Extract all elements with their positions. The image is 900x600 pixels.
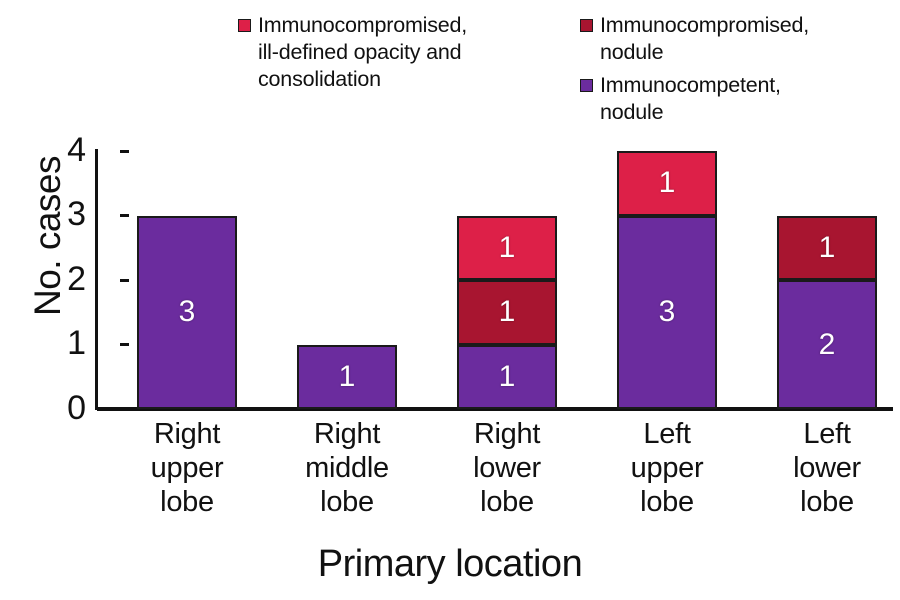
bar-segment-value: 1 xyxy=(498,359,516,393)
legend-item-immunocompromised-nodule[interactable]: Immunocompromised, nodule xyxy=(580,12,900,66)
y-tick-label-3: 3 xyxy=(67,195,86,233)
bar-group-right-upper-lobe[interactable]: 3 xyxy=(137,151,237,409)
bar-group-right-lower-lobe[interactable]: 1 1 1 xyxy=(457,151,557,409)
legend-label-immunocompetent-nodule: Immunocompetent, nodule xyxy=(600,73,781,124)
bar-group-left-lower-lobe[interactable]: 1 2 xyxy=(777,151,877,409)
bar-segment-immunocompromised-opacity[interactable]: 1 xyxy=(457,215,557,280)
bar-segment-value: 3 xyxy=(658,295,676,329)
x-tick-label-right-lower-lobe: Right lower lobe xyxy=(473,418,541,518)
bar-segment-immunocompetent-nodule[interactable]: 1 xyxy=(297,344,397,409)
y-tick-label-0: 0 xyxy=(67,389,86,427)
x-axis-title: Primary location xyxy=(317,543,583,585)
x-tick-label-right-middle-lobe: Right middle lobe xyxy=(305,418,389,518)
legend-item-immunocompetent-nodule[interactable]: Immunocompetent, nodule xyxy=(580,72,900,126)
y-axis-line xyxy=(95,149,98,410)
bar-segment-value: 1 xyxy=(498,230,516,264)
chart-legend: Immunocompromised, ill-defined opacity a… xyxy=(238,8,898,128)
bar-segment-immunocompromised-nodule[interactable]: 1 xyxy=(457,280,557,345)
y-tick-label-4: 4 xyxy=(67,131,86,169)
legend-swatch-dark-crimson-icon xyxy=(580,19,593,32)
y-tick-label-1: 1 xyxy=(67,324,86,362)
x-tick-label-left-upper-lobe: Left upper lobe xyxy=(630,418,704,518)
x-axis-line xyxy=(97,407,893,411)
y-tick-label-2: 2 xyxy=(67,260,86,298)
bar-segment-immunocompetent-nodule[interactable]: 1 xyxy=(457,344,557,409)
bar-segment-immunocompromised-nodule[interactable]: 1 xyxy=(777,215,877,280)
x-tick-label-left-lower-lobe: Left lower lobe xyxy=(793,418,861,518)
bar-segment-immunocompromised-opacity[interactable]: 1 xyxy=(617,151,717,216)
bar-segment-value: 1 xyxy=(658,166,676,200)
legend-label-immunocompromised-nodule: Immunocompromised, nodule xyxy=(600,13,810,64)
bar-group-left-upper-lobe[interactable]: 1 3 xyxy=(617,151,717,409)
bar-segment-value: 1 xyxy=(338,359,356,393)
bar-group-right-middle-lobe[interactable]: 1 xyxy=(297,151,397,409)
bar-segment-immunocompetent-nodule[interactable]: 3 xyxy=(617,215,717,409)
bar-segment-immunocompetent-nodule[interactable]: 2 xyxy=(777,280,877,409)
bar-segment-value: 1 xyxy=(818,230,836,264)
legend-label-immunocompromised-opacity: Immunocompromised, ill-defined opacity a… xyxy=(258,13,468,91)
bar-segment-value: 2 xyxy=(818,327,836,361)
legend-swatch-bright-crimson-icon xyxy=(238,19,251,32)
bar-segment-value: 1 xyxy=(498,295,516,329)
x-tick-label-right-upper-lobe: Right upper lobe xyxy=(150,418,224,518)
bar-segment-immunocompetent-nodule[interactable]: 3 xyxy=(137,215,237,409)
legend-column-right: Immunocompromised, nodule Immunocompeten… xyxy=(580,12,900,132)
legend-item-immunocompromised-opacity[interactable]: Immunocompromised, ill-defined opacity a… xyxy=(238,12,568,93)
bar-segment-value: 3 xyxy=(178,295,196,329)
legend-column-left: Immunocompromised, ill-defined opacity a… xyxy=(238,12,568,99)
legend-swatch-purple-icon xyxy=(580,79,593,92)
